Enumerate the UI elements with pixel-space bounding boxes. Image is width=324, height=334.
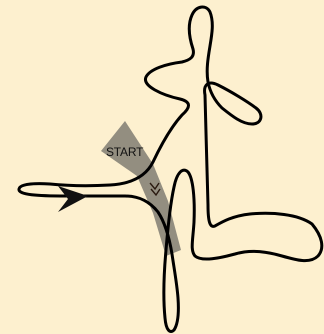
track-line bbox=[19, 7, 322, 332]
start-label: START bbox=[106, 145, 144, 159]
arrowhead-right-icon bbox=[58, 186, 88, 212]
